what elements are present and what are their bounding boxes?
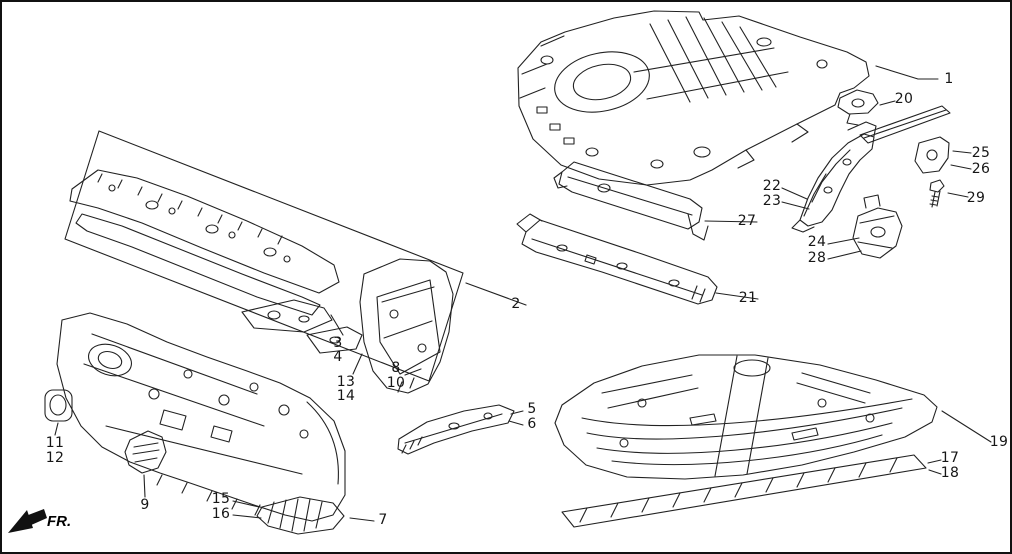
part-label-23: 23 <box>762 193 782 209</box>
fr-arrow-icon <box>8 509 47 533</box>
part-label-22: 22 <box>762 178 782 194</box>
crossmember-21 <box>516 213 718 305</box>
part-label-5: 5 <box>527 401 537 417</box>
part-label-24: 24 <box>807 234 827 250</box>
part-label-28: 28 <box>807 250 827 266</box>
part-label-20: 20 <box>894 91 914 107</box>
part-label-1: 1 <box>944 71 954 87</box>
part-label-27: 27 <box>737 213 757 229</box>
fr-direction-label: FR. <box>47 513 72 530</box>
bolt-29 <box>929 179 945 208</box>
part-label-13: 13 <box>336 374 356 390</box>
duct-9 <box>124 430 167 474</box>
bracket-20 <box>837 89 879 126</box>
member-5-6 <box>397 404 515 455</box>
part-label-11: 11 <box>45 435 65 451</box>
part-label-26: 26 <box>971 161 991 177</box>
sill-panel-17-18 <box>561 454 927 528</box>
part-label-17: 17 <box>940 450 960 466</box>
part-label-8: 8 <box>391 360 401 376</box>
bracket-24-28 <box>852 194 903 259</box>
bracket-25-26 <box>859 105 951 174</box>
part-label-9: 9 <box>140 497 150 513</box>
louver-panel-15-16 <box>256 496 345 535</box>
part-label-25: 25 <box>971 145 991 161</box>
part-label-18: 18 <box>940 465 960 481</box>
part-label-3: 3 <box>333 335 343 351</box>
grommet-11-12 <box>44 389 73 422</box>
part-label-21: 21 <box>738 290 758 306</box>
front-floor-panel <box>554 354 938 480</box>
part-label-12: 12 <box>45 450 65 466</box>
part-label-16: 16 <box>211 506 231 522</box>
part-label-29: 29 <box>966 190 986 206</box>
part-label-19: 19 <box>989 434 1009 450</box>
lower-dashboard-panel <box>56 312 346 522</box>
cowl-side-panel-8-10 <box>359 258 454 394</box>
part-label-7: 7 <box>378 512 388 528</box>
crossmember-27 <box>553 161 709 241</box>
part-label-10: 10 <box>386 375 406 391</box>
rear-floor-panel <box>517 10 870 186</box>
leader-lines <box>54 65 992 522</box>
part-label-2: 2 <box>511 296 521 312</box>
cowl-assembly-box <box>64 130 464 382</box>
part-label-15: 15 <box>211 491 231 507</box>
part-label-6: 6 <box>527 416 537 432</box>
part-label-4: 4 <box>333 349 343 365</box>
cowl-top-assembly <box>69 169 363 354</box>
part-label-14: 14 <box>336 388 356 404</box>
